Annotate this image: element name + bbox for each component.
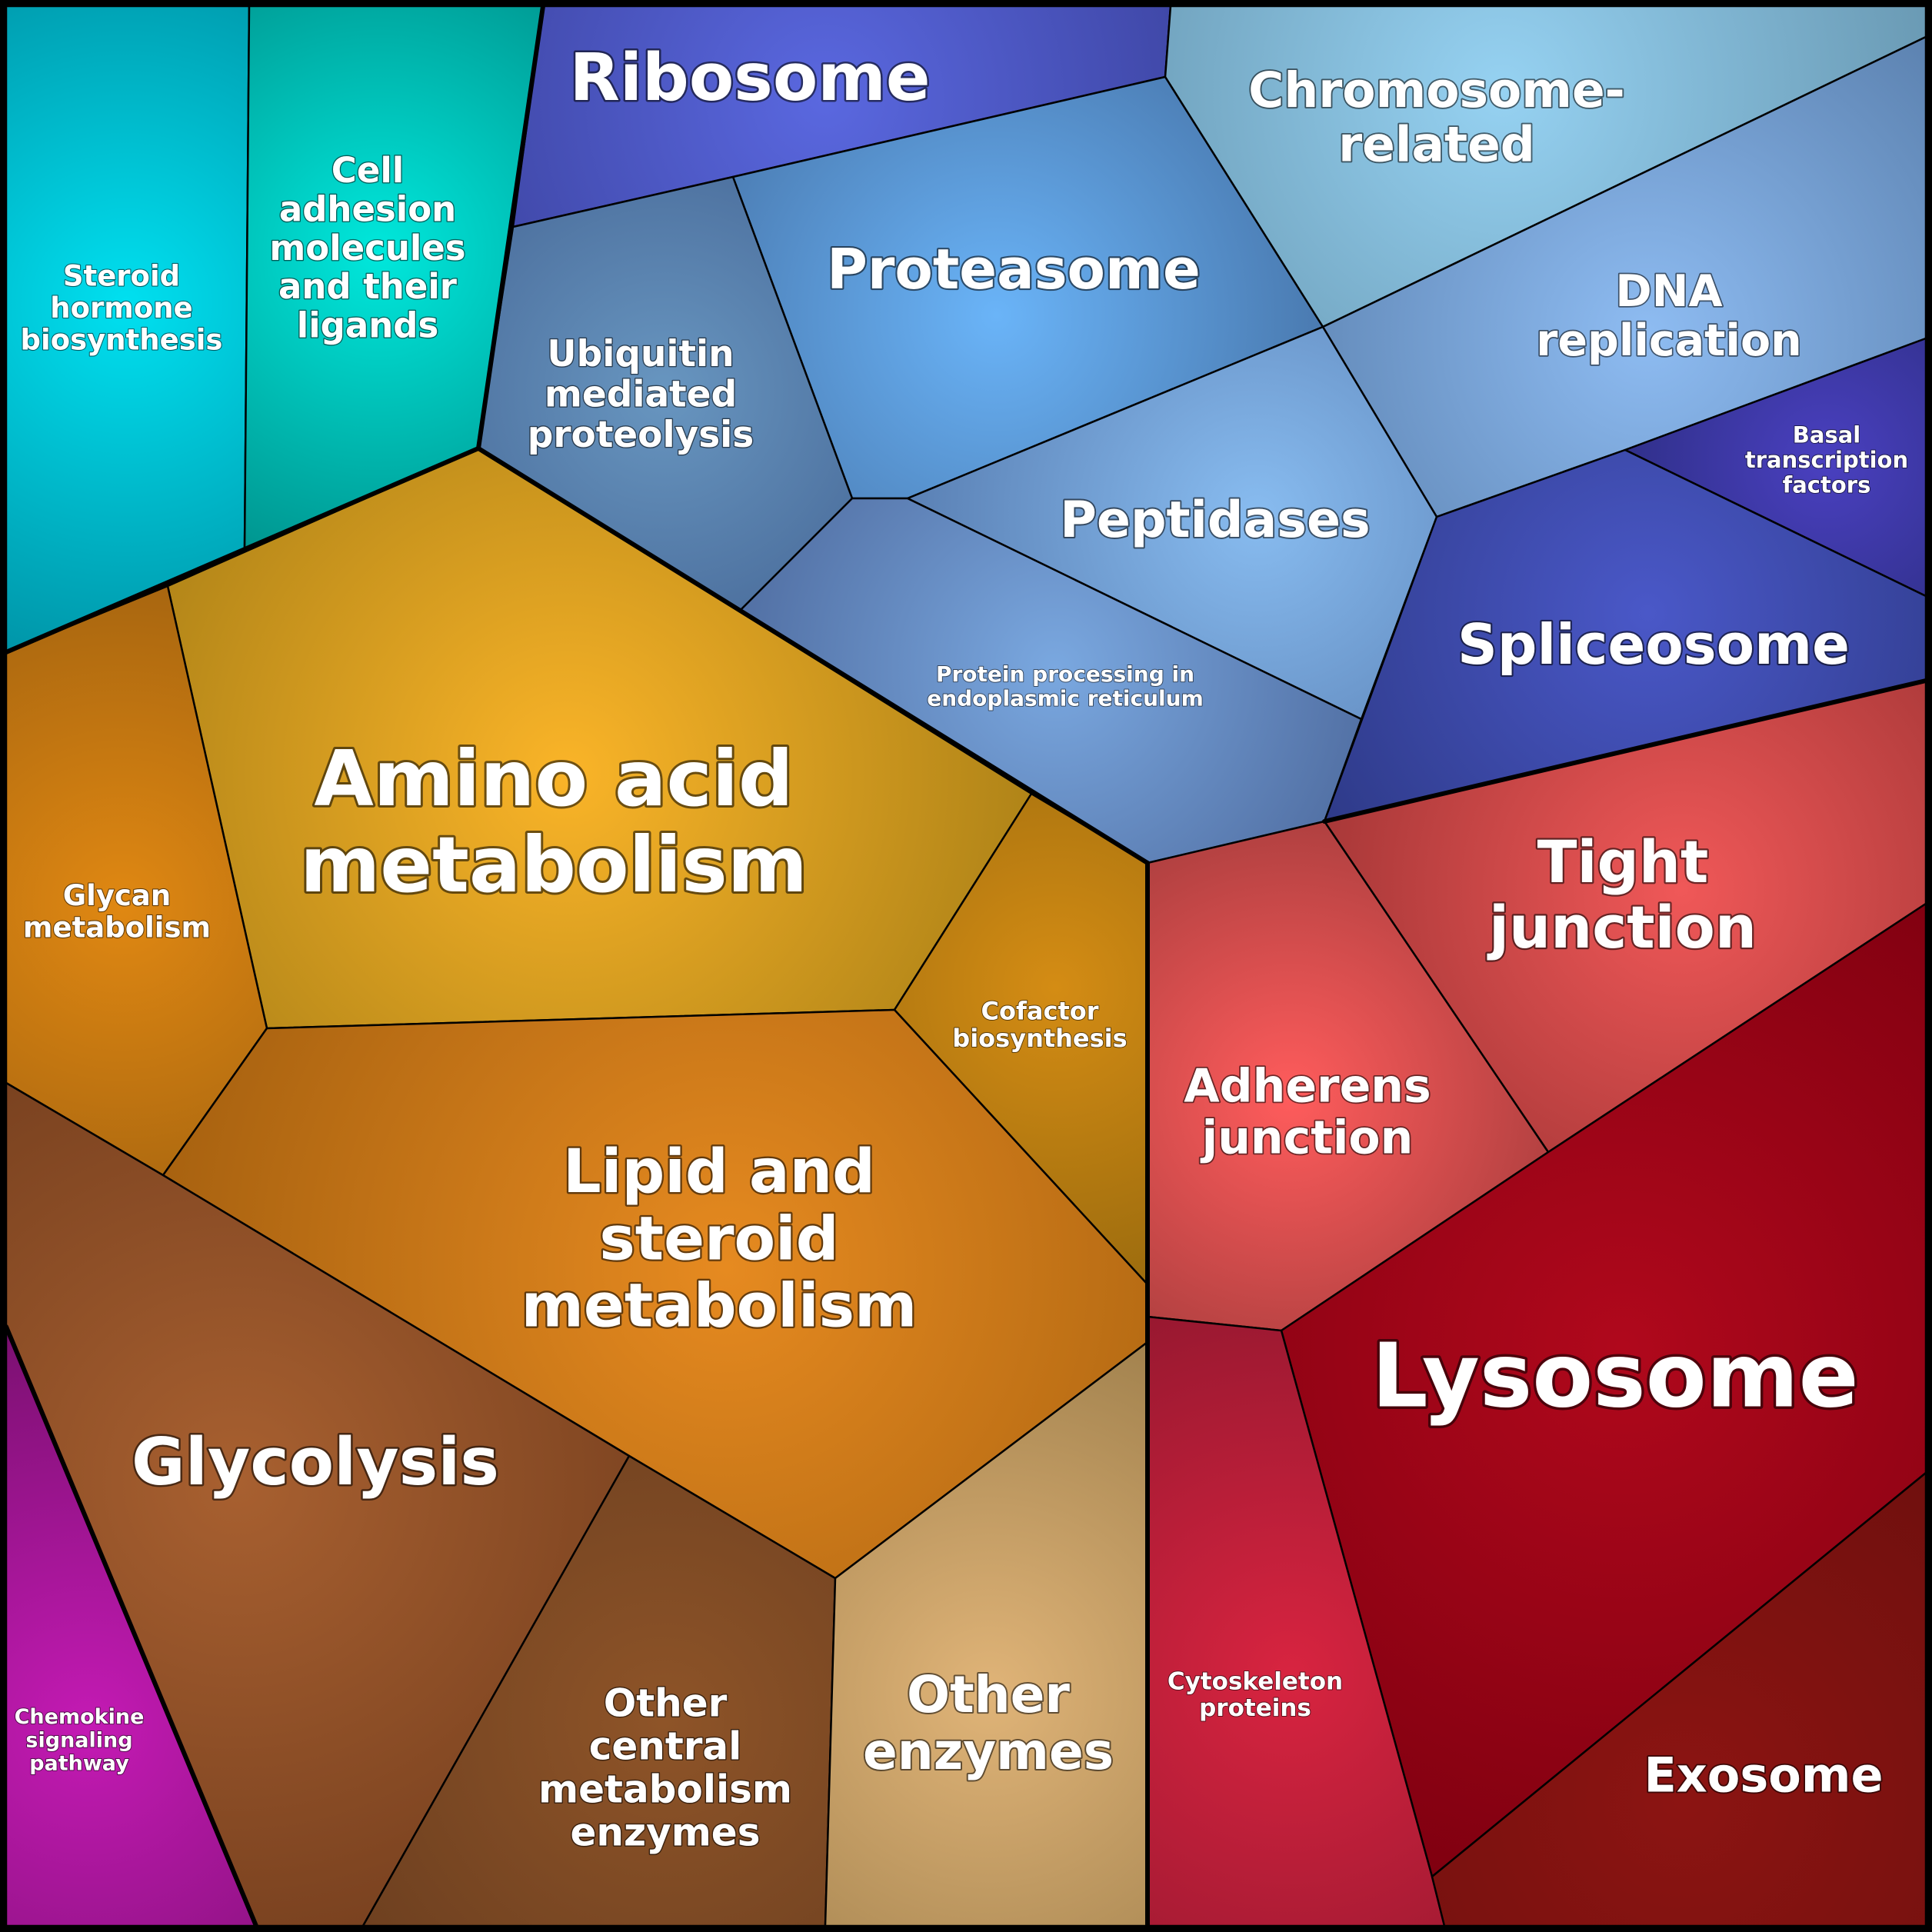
label-line: Basal bbox=[1793, 422, 1860, 448]
label-line: Exosome bbox=[1644, 1747, 1883, 1804]
label-line: endoplasmic reticulum bbox=[927, 685, 1204, 711]
label-lysosome: Lysosome bbox=[1371, 1324, 1858, 1427]
label-line: biosynthesis bbox=[21, 323, 223, 356]
label-line: Glycolysis bbox=[132, 1424, 499, 1501]
label-line: Ubiquitin bbox=[547, 333, 734, 375]
label-line: Other bbox=[604, 1681, 728, 1726]
label-line: Steroid bbox=[63, 260, 180, 293]
label-line: proteolysis bbox=[528, 414, 754, 456]
label-line: transcription bbox=[1745, 447, 1908, 473]
label-line: central bbox=[589, 1724, 742, 1769]
label-proteasome: Proteasome bbox=[827, 237, 1201, 301]
label-line: Cell bbox=[331, 150, 404, 191]
label-line: Lysosome bbox=[1371, 1324, 1858, 1427]
label-line: Adherens bbox=[1184, 1059, 1431, 1113]
group-border bbox=[4, 1324, 258, 1928]
group-border bbox=[4, 446, 481, 655]
label-line: Ribosome bbox=[569, 40, 930, 116]
label-spliceosome: Spliceosome bbox=[1457, 612, 1850, 677]
label-line: ligands bbox=[297, 305, 438, 346]
group-border bbox=[1322, 678, 1928, 824]
label-line: Other bbox=[907, 1665, 1070, 1724]
label-line: metabolism bbox=[538, 1767, 792, 1812]
label-line: metabolism bbox=[23, 911, 211, 944]
label-line: replication bbox=[1536, 315, 1801, 366]
label-line: molecules bbox=[269, 228, 465, 268]
label-line: proteins bbox=[1199, 1694, 1311, 1722]
label-line: factors bbox=[1783, 472, 1871, 498]
label-line: enzymes bbox=[571, 1810, 761, 1855]
label-line: steroid bbox=[599, 1204, 838, 1274]
label-exosome: Exosome bbox=[1644, 1747, 1883, 1804]
label-line: Peptidases bbox=[1060, 491, 1370, 549]
label-line: related bbox=[1338, 116, 1535, 172]
label-peptidases: Peptidases bbox=[1060, 491, 1370, 549]
label-line: mediated bbox=[545, 373, 737, 415]
label-line: Cofactor bbox=[981, 996, 1098, 1025]
label-line: and their bbox=[278, 266, 458, 307]
label-ribosome: Ribosome bbox=[569, 40, 930, 116]
label-line: junction bbox=[1201, 1111, 1414, 1165]
label-line: biosynthesis bbox=[952, 1024, 1127, 1053]
label-line: Cytoskeleton bbox=[1168, 1667, 1343, 1695]
label-chromosome: Chromosome-related bbox=[1248, 62, 1625, 173]
label-line: junction bbox=[1487, 893, 1757, 961]
label-line: enzymes bbox=[863, 1722, 1114, 1781]
label-line: metabolism bbox=[300, 820, 808, 910]
label-line: Chemokine bbox=[15, 1705, 145, 1729]
label-line: Tight bbox=[1537, 828, 1709, 896]
label-line: Amino acid bbox=[314, 734, 793, 824]
label-line: Glycan bbox=[63, 879, 171, 912]
group-border bbox=[476, 4, 545, 451]
label-line: Spliceosome bbox=[1457, 612, 1850, 677]
label-line: Proteasome bbox=[827, 237, 1201, 301]
label-line: adhesion bbox=[279, 188, 456, 229]
label-line: signaling bbox=[25, 1728, 132, 1752]
label-glycolysis: Glycolysis bbox=[132, 1424, 499, 1501]
group-border bbox=[476, 446, 1150, 865]
label-line: metabolism bbox=[521, 1272, 918, 1341]
label-line: hormone bbox=[50, 291, 192, 325]
label-line: Protein processing in bbox=[936, 661, 1194, 687]
label-line: Lipid and bbox=[563, 1138, 875, 1207]
label-line: pathway bbox=[29, 1752, 129, 1776]
label-line: DNA bbox=[1615, 266, 1722, 317]
label-line: Chromosome- bbox=[1248, 62, 1625, 118]
